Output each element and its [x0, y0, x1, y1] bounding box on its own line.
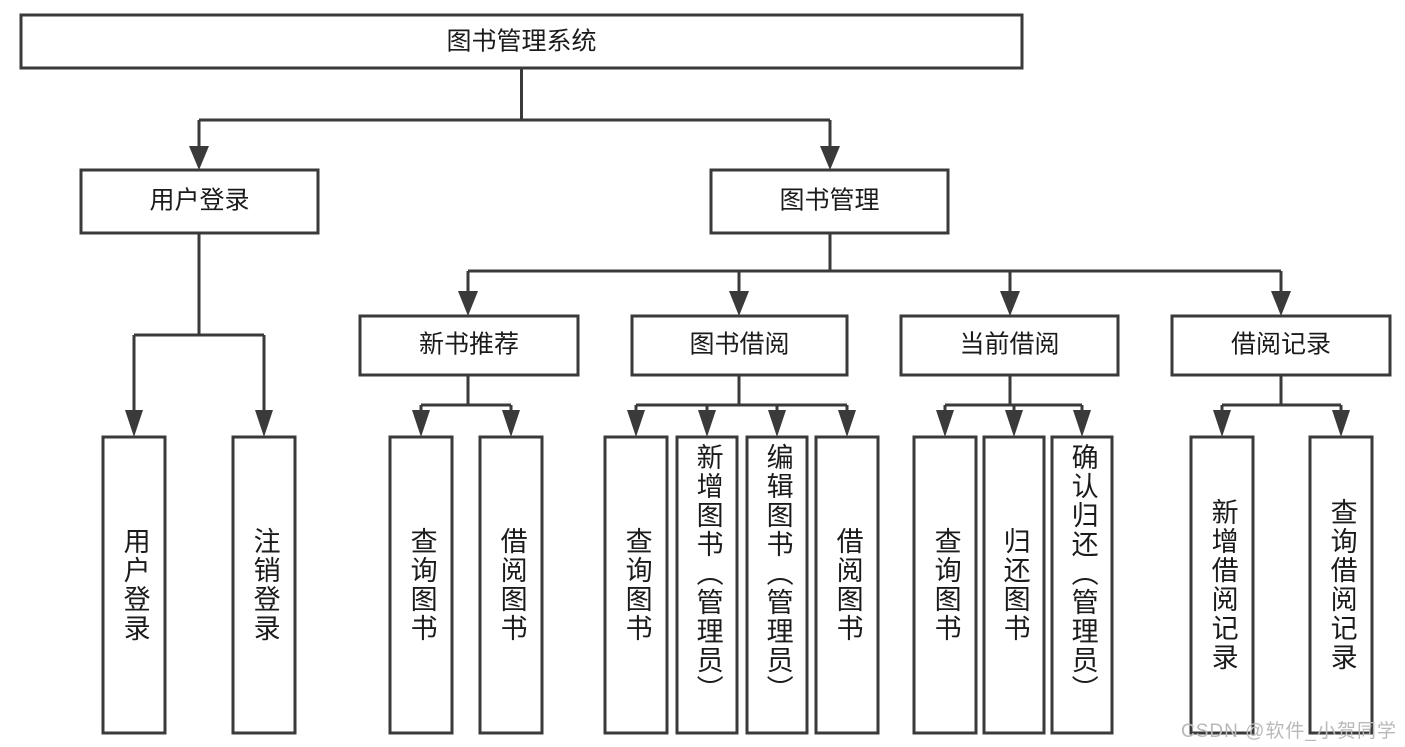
arrow-head-leaf-query-record — [1332, 410, 1350, 437]
arrow-head-leaf-edit-book — [768, 410, 786, 437]
arrow-head-book-borrow — [729, 291, 749, 316]
node-new-book-recommend[interactable] — [358, 314, 580, 377]
connector-group-root — [189, 68, 840, 170]
arrow-head-leaf-borrow-book-2 — [838, 410, 856, 437]
arrow-head-leaf-user-login — [125, 410, 143, 437]
csdn-watermark: CSDN @软件_小贺同学 — [1181, 721, 1397, 742]
connector-group-borrow-record — [1213, 375, 1350, 437]
leaf-box-query-book-1[interactable] — [388, 435, 454, 735]
arrow-head-new-book — [458, 291, 478, 316]
leaf-box-return-book[interactable] — [982, 435, 1046, 735]
connector-group-new-book-recommend — [412, 375, 520, 437]
node-current-borrow[interactable] — [899, 314, 1120, 377]
leaf-box-user-login[interactable] — [101, 435, 167, 735]
node-current-borrow-label: 当前借阅 — [959, 331, 1059, 359]
node-borrow-record[interactable] — [1170, 314, 1392, 377]
node-user-login-label: 用户登录 — [149, 187, 249, 215]
arrow-head-leaf-query-book-1 — [412, 410, 430, 437]
arrow-head-leaf-add-book — [698, 410, 716, 437]
node-book-borrow[interactable] — [630, 314, 849, 377]
arrow-head-current-borrow — [1000, 291, 1020, 316]
leaf-box-logout[interactable] — [231, 435, 297, 735]
node-book-borrow-label: 图书借阅 — [689, 331, 789, 359]
node-book-mgmt[interactable] — [709, 168, 950, 235]
node-borrow-record-label: 借阅记录 — [1231, 331, 1331, 359]
node-root[interactable] — [19, 13, 1024, 70]
leaf-box-borrow-book-1[interactable] — [478, 435, 544, 735]
connector-group-book-borrow — [627, 375, 856, 437]
leaf-box-query-record[interactable] — [1308, 435, 1374, 735]
node-new-book-recommend-label: 新书推荐 — [419, 331, 519, 359]
leaf-box-add-book[interactable] — [675, 435, 739, 735]
node-root-label: 图书管理系统 — [446, 28, 596, 56]
leaf-box-confirm-return[interactable] — [1050, 435, 1114, 735]
connector-group-user-login — [125, 233, 273, 437]
arrow-head-user-login — [189, 146, 209, 170]
arrow-head-leaf-add-record — [1213, 410, 1231, 437]
leaf-box-borrow-book-2[interactable] — [814, 435, 880, 735]
arrow-head-leaf-borrow-book-1 — [502, 410, 520, 437]
arrow-head-leaf-query-book-3 — [936, 410, 954, 437]
leaf-box-query-book-2[interactable] — [603, 435, 669, 735]
arrow-head-leaf-logout — [255, 410, 273, 437]
node-book-mgmt-label: 图书管理 — [779, 187, 879, 215]
leaf-box-edit-book[interactable] — [745, 435, 809, 735]
arrow-head-book-mgmt — [820, 146, 840, 170]
arrow-head-leaf-query-book-2 — [627, 410, 645, 437]
node-user-login[interactable] — [79, 168, 320, 235]
leaf-box-add-record[interactable] — [1189, 435, 1255, 735]
connector-group-book-mgmt — [458, 233, 1291, 316]
leaf-box-query-book-3[interactable] — [912, 435, 978, 735]
arrow-head-leaf-return-book — [1005, 410, 1023, 437]
arrow-head-borrow-record — [1271, 291, 1291, 316]
connector-group-current-borrow — [936, 375, 1091, 437]
arrow-head-leaf-confirm-return — [1073, 410, 1091, 437]
